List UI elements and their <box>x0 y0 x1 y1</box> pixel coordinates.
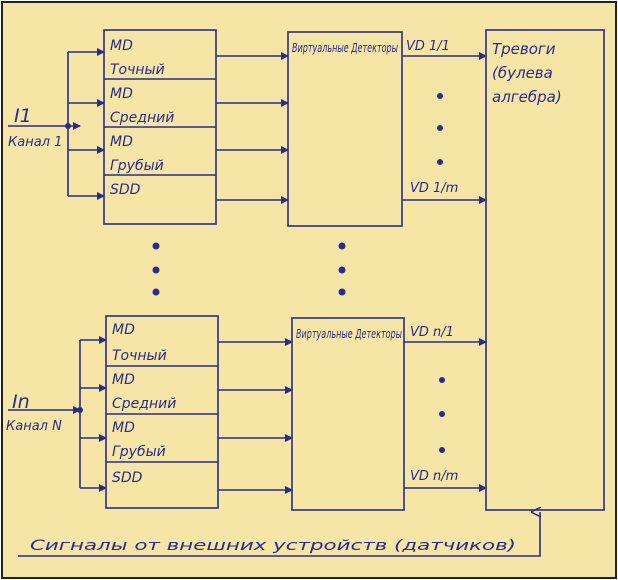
channel-n-channel-label: Канал N <box>6 419 62 434</box>
channel-n-module-1-line2: Точный <box>112 348 167 364</box>
channel-1-channel-label: Канал 1 <box>8 135 62 150</box>
external-signals-line <box>18 512 540 557</box>
channel-n-vd-first: VD n/1 <box>410 325 454 340</box>
junction-dots <box>65 123 83 413</box>
channel-n-module-stack <box>105 315 219 509</box>
channel-n-vd-block-label: Виртуальные Детекторы <box>296 327 402 341</box>
channel-n-module-2-line1: MD <box>112 372 135 388</box>
channel-1-vd-block <box>287 31 403 227</box>
channel-n-module-2-line2: Средний <box>112 396 176 412</box>
channel-n-module-4-line1: SDD <box>112 470 143 486</box>
channel-1-input-label: I1 <box>14 105 32 127</box>
channel-n-input-label: In <box>12 391 30 413</box>
channel-n-module-1-line1: MD <box>112 322 135 338</box>
ellipsis-dots <box>152 93 445 453</box>
channel-1-module-3-line2: Грубый <box>110 158 164 174</box>
alarm-block-line2: (булева <box>492 64 553 82</box>
channel-1-module-2-line1: MD <box>110 86 133 102</box>
channel-1-vd-block-label: Виртуальные Детекторы <box>292 41 398 55</box>
channel-n-module-3-line1: MD <box>112 420 135 436</box>
alarm-block-line3: алгебра) <box>492 88 562 106</box>
channel-n-group <box>8 315 487 511</box>
channel-1-vd-first: VD 1/1 <box>406 39 450 54</box>
channel-1-module-2-line2: Средний <box>110 110 174 126</box>
channel-n-vd-last: VD n/m <box>410 469 458 484</box>
channel-1-module-4-line1: SDD <box>110 182 141 198</box>
external-signals-label: Сигналы от внешних устройств (датчиков) <box>30 538 516 554</box>
channel-n-vd-block <box>291 317 405 511</box>
channel-1-vd-last: VD 1/m <box>410 181 458 196</box>
channel-n-module-3-line2: Грубый <box>112 444 166 460</box>
channel-1-module-3-line1: MD <box>110 134 133 150</box>
alarm-block <box>485 29 605 511</box>
alarm-block-line1: Тревоги <box>492 40 556 58</box>
channel-1-module-1-line2: Точный <box>110 62 165 78</box>
channel-1-module-1-line1: MD <box>110 38 133 54</box>
